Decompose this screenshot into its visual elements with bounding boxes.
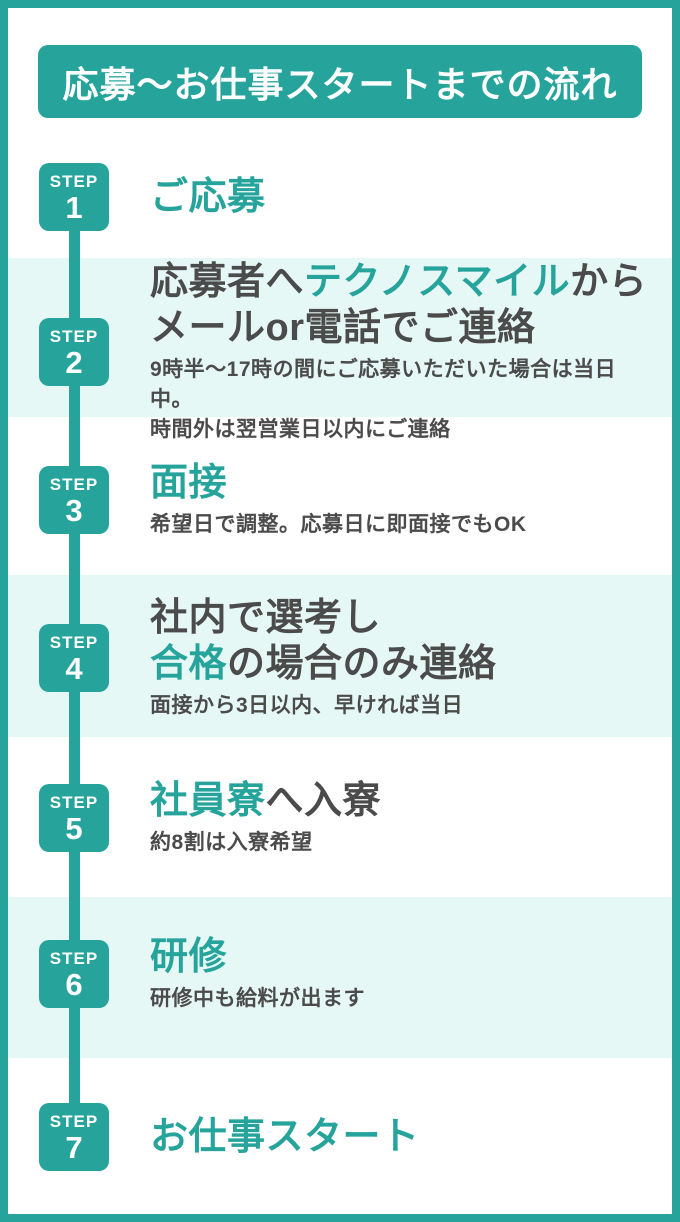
step-content: 面接 希望日で調整。応募日に即面接でもOK [150, 460, 656, 540]
step-content: 応募者へテクノスマイルからメールor電話でご連絡 9時半〜17時の間にご応募いた… [150, 259, 656, 445]
step-title: 社員寮へ入寮 [150, 778, 656, 824]
step-badge: STEP 5 [39, 784, 109, 852]
step-title-text: の場合のみ連絡 [227, 643, 497, 685]
step-badge: STEP 6 [39, 940, 109, 1008]
page-title: 応募〜お仕事スタートまでの流れ [62, 63, 618, 105]
step-badge-number: 2 [65, 344, 83, 380]
step-row: STEP 6 研修 研修中も給料が出ます [39, 934, 656, 1014]
step-badge-label: STEP [49, 792, 99, 812]
step-content: ご応募 [150, 174, 656, 220]
step-row: STEP 7 お仕事スタート [39, 1103, 656, 1171]
step-title-accent-text: 研修 [150, 936, 228, 978]
step-title-accent-text: 社員寮 [150, 780, 266, 822]
step-title-text: へ入寮 [265, 780, 382, 822]
step-row: STEP 1 ご応募 [39, 163, 656, 231]
step-title-text: 応募者へ [150, 261, 305, 303]
step-title-text: から [570, 261, 648, 303]
step-title-text: 社内で選考し [150, 597, 382, 639]
step-content: 研修 研修中も給料が出ます [150, 934, 656, 1014]
step-badge-number: 4 [65, 650, 83, 686]
step-badge: STEP 7 [39, 1103, 109, 1171]
step-content: 社員寮へ入寮 約8割は入寮希望 [150, 778, 656, 858]
step-title-accent-text: 合格 [150, 643, 228, 685]
step-row: STEP 4 社内で選考し合格の場合のみ連絡 面接から3日以内、早ければ当日 [39, 595, 656, 721]
step-content: 社内で選考し合格の場合のみ連絡 面接から3日以内、早ければ当日 [150, 595, 656, 721]
step-badge-number: 5 [65, 810, 83, 846]
step-badge: STEP 2 [39, 318, 109, 386]
step-title-accent-text: 面接 [150, 462, 228, 504]
step-badge-number: 7 [65, 1129, 83, 1165]
step-badge: STEP 3 [39, 466, 109, 534]
step-title: ご応募 [150, 174, 656, 220]
step-badge-label: STEP [49, 171, 99, 191]
step-row: STEP 3 面接 希望日で調整。応募日に即面接でもOK [39, 460, 656, 540]
step-row: STEP 5 社員寮へ入寮 約8割は入寮希望 [39, 778, 656, 858]
step-subtitle: 研修中も給料が出ます [150, 987, 365, 1010]
step-badge-label: STEP [49, 632, 99, 652]
step-badge-label: STEP [49, 1111, 99, 1131]
step-title-accent-text: ご応募 [150, 176, 266, 218]
step-content: お仕事スタート [150, 1114, 656, 1160]
page-title-banner: 応募〜お仕事スタートまでの流れ [38, 45, 642, 118]
step-title: 応募者へテクノスマイルからメールor電話でご連絡 [150, 259, 656, 351]
step-title: 社内で選考し合格の場合のみ連絡 [150, 595, 656, 687]
step-title: 面接 [150, 460, 656, 506]
step-subtitle: 約8割は入寮希望 [150, 831, 313, 854]
step-badge-label: STEP [49, 326, 99, 346]
step-subtitle: 希望日で調整。応募日に即面接でもOK [150, 513, 527, 536]
step-title-accent-text: お仕事スタート [150, 1116, 420, 1158]
step-badge-label: STEP [49, 474, 99, 494]
step-badge-label: STEP [49, 948, 99, 968]
step-title: お仕事スタート [150, 1114, 656, 1160]
step-badge: STEP 4 [39, 624, 109, 692]
step-badge: STEP 1 [39, 163, 109, 231]
background-band [8, 897, 672, 1058]
step-badge-number: 1 [65, 189, 83, 225]
step-title-text: メールor電話でご連絡 [150, 307, 536, 349]
background-band [8, 575, 672, 737]
background-band [8, 258, 672, 417]
step-badge-number: 6 [65, 966, 83, 1002]
step-subtitle: 9時半〜17時の間にご応募いただいた場合は当日中。時間外は翌営業日以内にご連絡 [150, 358, 617, 441]
step-title: 研修 [150, 934, 656, 980]
step-subtitle: 面接から3日以内、早ければ当日 [150, 694, 464, 717]
step-row: STEP 2 応募者へテクノスマイルからメールor電話でご連絡 9時半〜17時の… [39, 259, 656, 445]
step-title-accent-text: テクノスマイル [304, 261, 571, 303]
step-badge-number: 3 [65, 492, 83, 528]
